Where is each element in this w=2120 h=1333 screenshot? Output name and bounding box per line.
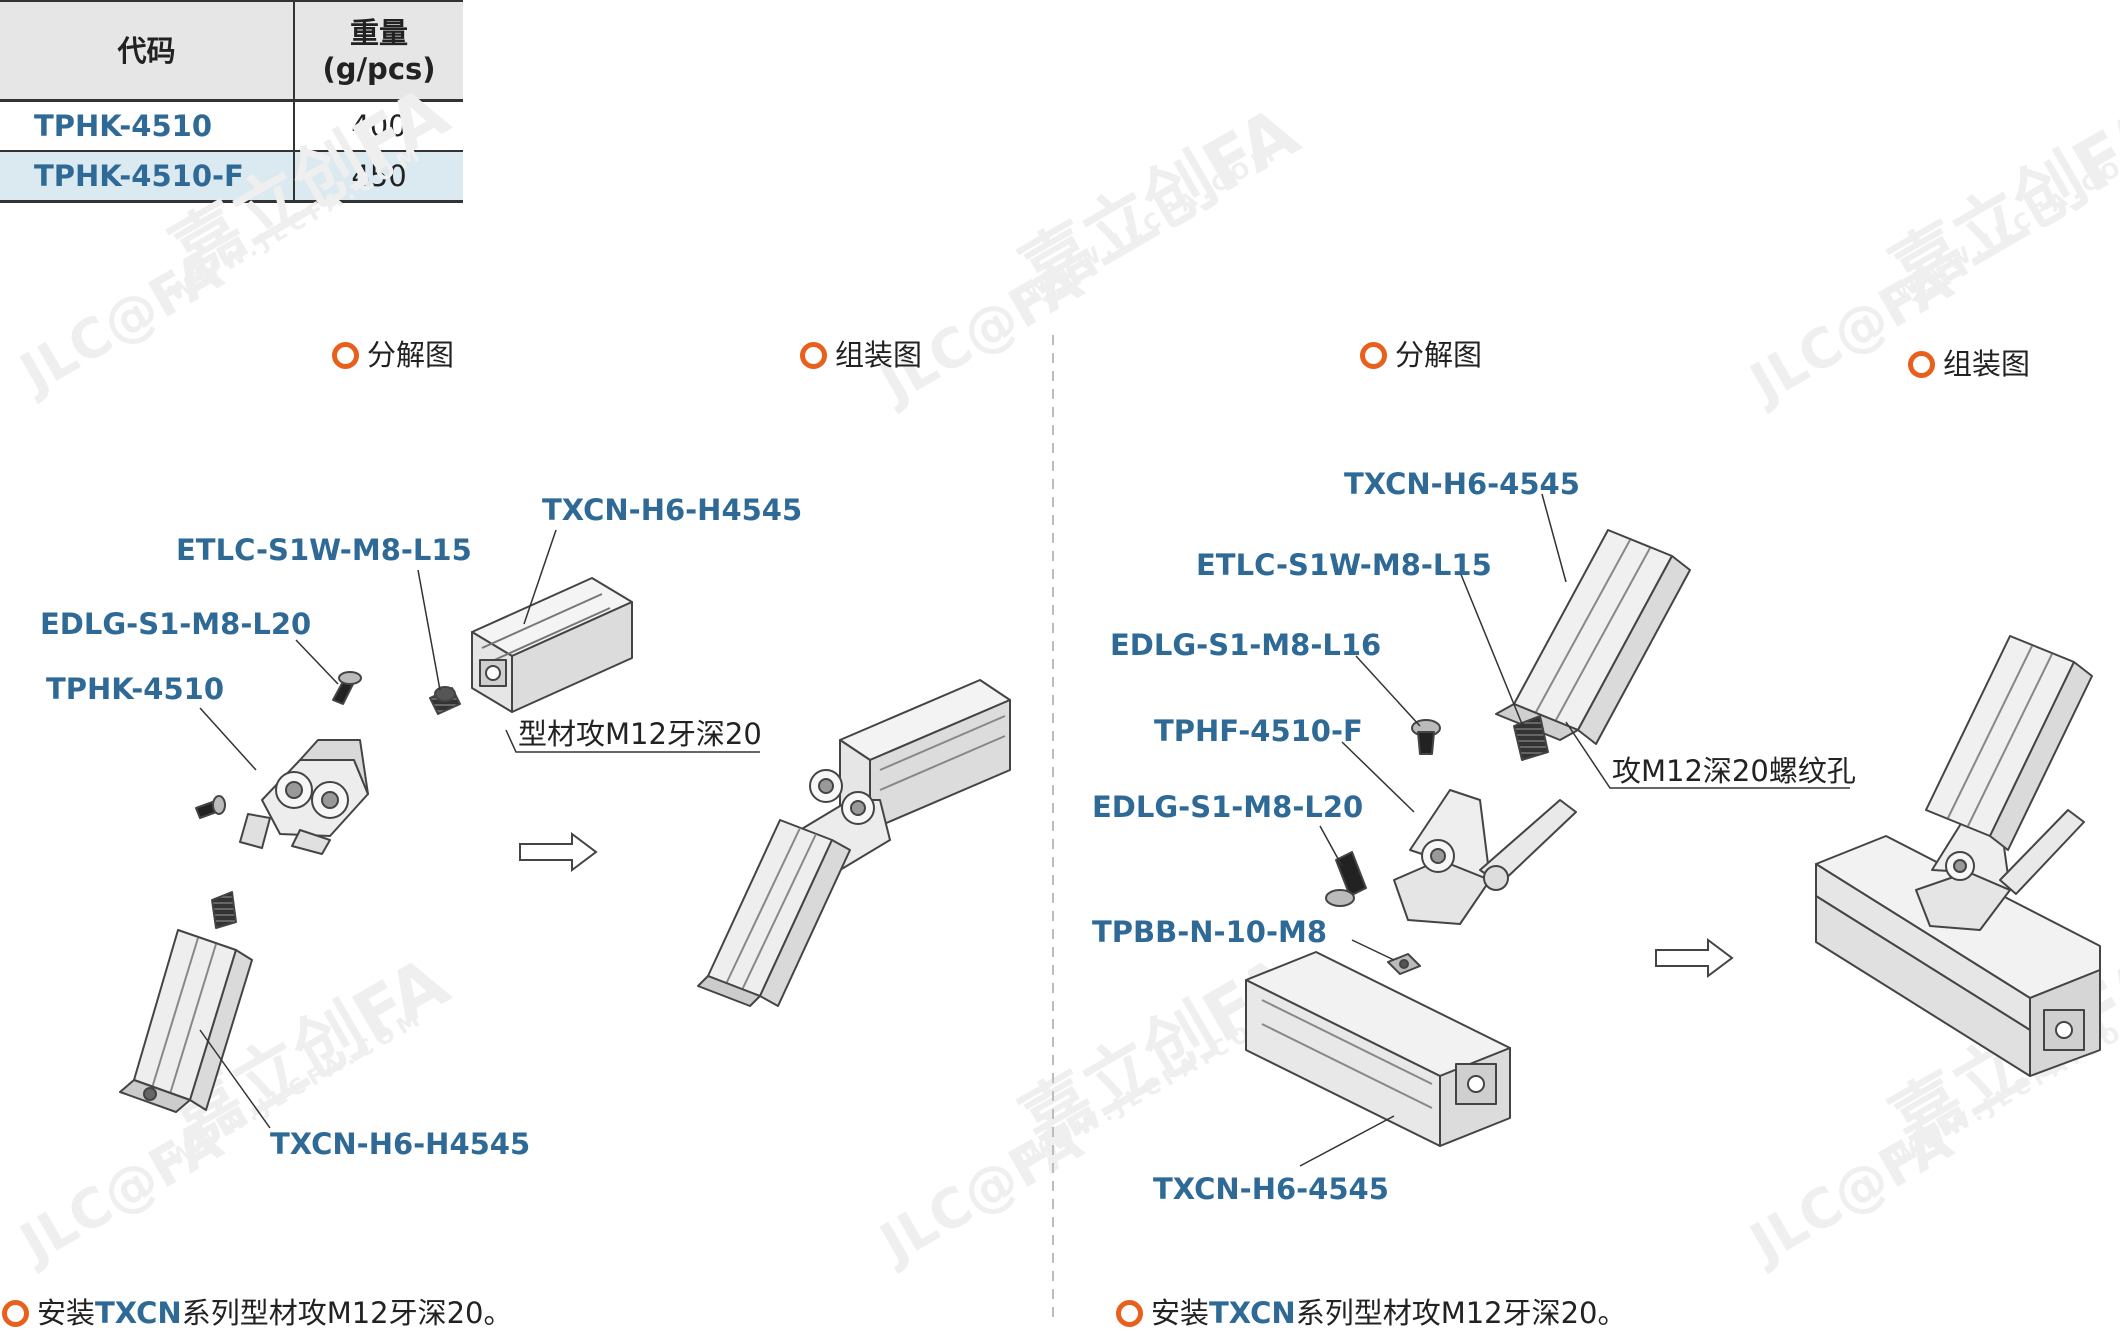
arrow-icon — [519, 832, 598, 872]
weight-header: 重量 (g/pcs) — [294, 0, 463, 102]
weight-header-line1: 重量 — [349, 15, 408, 50]
bolt-part — [1411, 719, 1441, 755]
heading-text: 分解图 — [367, 338, 455, 372]
hinge-part — [239, 739, 369, 855]
set-screw-part — [429, 686, 461, 715]
left-exploded-heading: 分解图 — [332, 341, 454, 370]
bullet-circle-icon — [1116, 1300, 1143, 1327]
part-label: ETLC-S1W-M8-L15 — [1196, 548, 1492, 582]
table-row: TPHK-4510-F 450 — [0, 151, 463, 203]
part-label: ETLC-S1W-M8-L15 — [176, 533, 472, 567]
leader-lines — [199, 493, 1850, 1167]
table-header-row: 代码 重量 (g/pcs) — [0, 0, 463, 102]
part-label: EDLG-S1-M8-L16 — [1110, 628, 1382, 662]
profile-bottom-part — [1245, 951, 1511, 1147]
machining-note: 攻M12深20螺纹孔 — [1612, 754, 1856, 788]
table-cell-code: TPHK-4510 — [0, 100, 295, 152]
arrow-icon — [1655, 938, 1734, 978]
profile-bottom-part — [119, 929, 253, 1113]
left-assembled-heading: 组装图 — [800, 341, 922, 370]
footer-prefix: 安装 — [1151, 1296, 1210, 1330]
bolt-part — [332, 671, 362, 705]
part-label: TPHK-4510 — [46, 672, 225, 706]
heading-text: 组装图 — [1943, 347, 2031, 381]
footer-suffix: 系列型材攻M12牙深20。 — [1295, 1296, 1627, 1330]
bullet-circle-icon — [800, 342, 827, 369]
footer-suffix: 系列型材攻M12牙深20。 — [181, 1296, 513, 1330]
bullet-circle-icon — [1360, 342, 1387, 369]
right-exploded-view — [1245, 529, 1691, 1147]
spec-table: 代码 重量 (g/pcs) TPHK-4510 400 TPHK-4510-F … — [0, 0, 463, 203]
left-exploded-view — [119, 577, 633, 1113]
part-label: TXCN-H6-H4545 — [542, 493, 803, 527]
right-exploded-heading: 分解图 — [1360, 341, 1482, 370]
table-cell-weight: 400 — [294, 100, 463, 152]
footer-highlight: TXCN — [1209, 1296, 1296, 1330]
bolt-part — [195, 795, 226, 819]
profile-top-part — [471, 577, 633, 713]
t-nut-part — [1387, 953, 1421, 975]
part-label: TPHF-4510-F — [1154, 714, 1363, 748]
machining-note: 型材攻M12牙深20 — [518, 717, 762, 751]
heading-text: 组装图 — [835, 338, 923, 372]
part-label: TXCN-H6-H4545 — [270, 1127, 531, 1161]
right-assembled-view — [1815, 635, 2101, 1077]
bullet-circle-icon — [2, 1300, 29, 1327]
code-header: 代码 — [0, 0, 295, 102]
part-label: EDLG-S1-M8-L20 — [1092, 790, 1364, 824]
heading-text: 分解图 — [1395, 338, 1483, 372]
profile-top-part — [1495, 529, 1691, 745]
table-cell-code: TPHK-4510-F — [0, 151, 295, 203]
set-screw-part — [1513, 715, 1549, 761]
weight-header-line2: (g/pcs) — [322, 51, 436, 86]
part-label: TXCN-H6-4545 — [1153, 1172, 1389, 1206]
left-footer-note: 安装 TXCN 系列型材攻M12牙深20。 — [2, 1299, 513, 1328]
part-label: TPBB-N-10-M8 — [1092, 915, 1328, 949]
table-cell-weight: 450 — [294, 151, 463, 203]
right-footer-note: 安装 TXCN 系列型材攻M12牙深20。 — [1116, 1299, 1627, 1328]
bolt-part — [1325, 851, 1367, 907]
part-label: EDLG-S1-M8-L20 — [40, 607, 312, 641]
footer-prefix: 安装 — [37, 1296, 96, 1330]
hinge-part — [1393, 789, 1577, 925]
bullet-circle-icon — [1908, 351, 1935, 378]
bullet-circle-icon — [332, 342, 359, 369]
part-label: TXCN-H6-4545 — [1344, 467, 1580, 501]
set-screw-part — [211, 891, 237, 929]
right-assembled-heading: 组装图 — [1908, 350, 2030, 379]
left-assembled-view — [697, 679, 1011, 1007]
table-row: TPHK-4510 400 — [0, 100, 463, 152]
footer-highlight: TXCN — [95, 1296, 182, 1330]
